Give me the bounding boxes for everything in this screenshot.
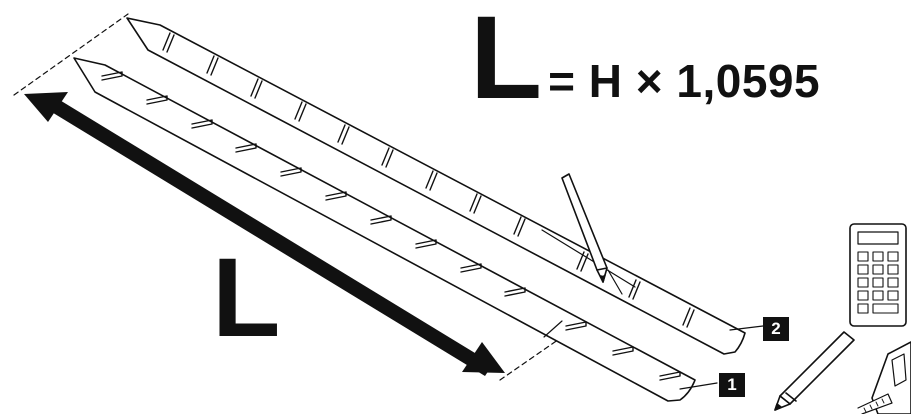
pencil-icon [774,331,855,411]
part-label-2: 2 [763,317,789,341]
formula-length-symbol: L [470,0,542,124]
board-2-slots [162,32,695,328]
length-label: L [212,235,281,360]
calculator-icon [849,223,907,327]
stringer-board-2 [126,17,764,355]
dashed-guide-bottom [499,334,566,381]
stringer-board-1 [73,57,718,402]
tape-measure-icon [857,341,911,414]
marking-pencil [561,173,608,283]
formula: L = H × 1,0595 [470,0,821,124]
part-label-1: 1 [719,373,745,397]
dashed-guide-top [13,13,129,96]
board-1-slots [101,71,681,381]
formula-expression: = H × 1,0595 [548,55,821,107]
length-double-arrow [24,92,505,376]
